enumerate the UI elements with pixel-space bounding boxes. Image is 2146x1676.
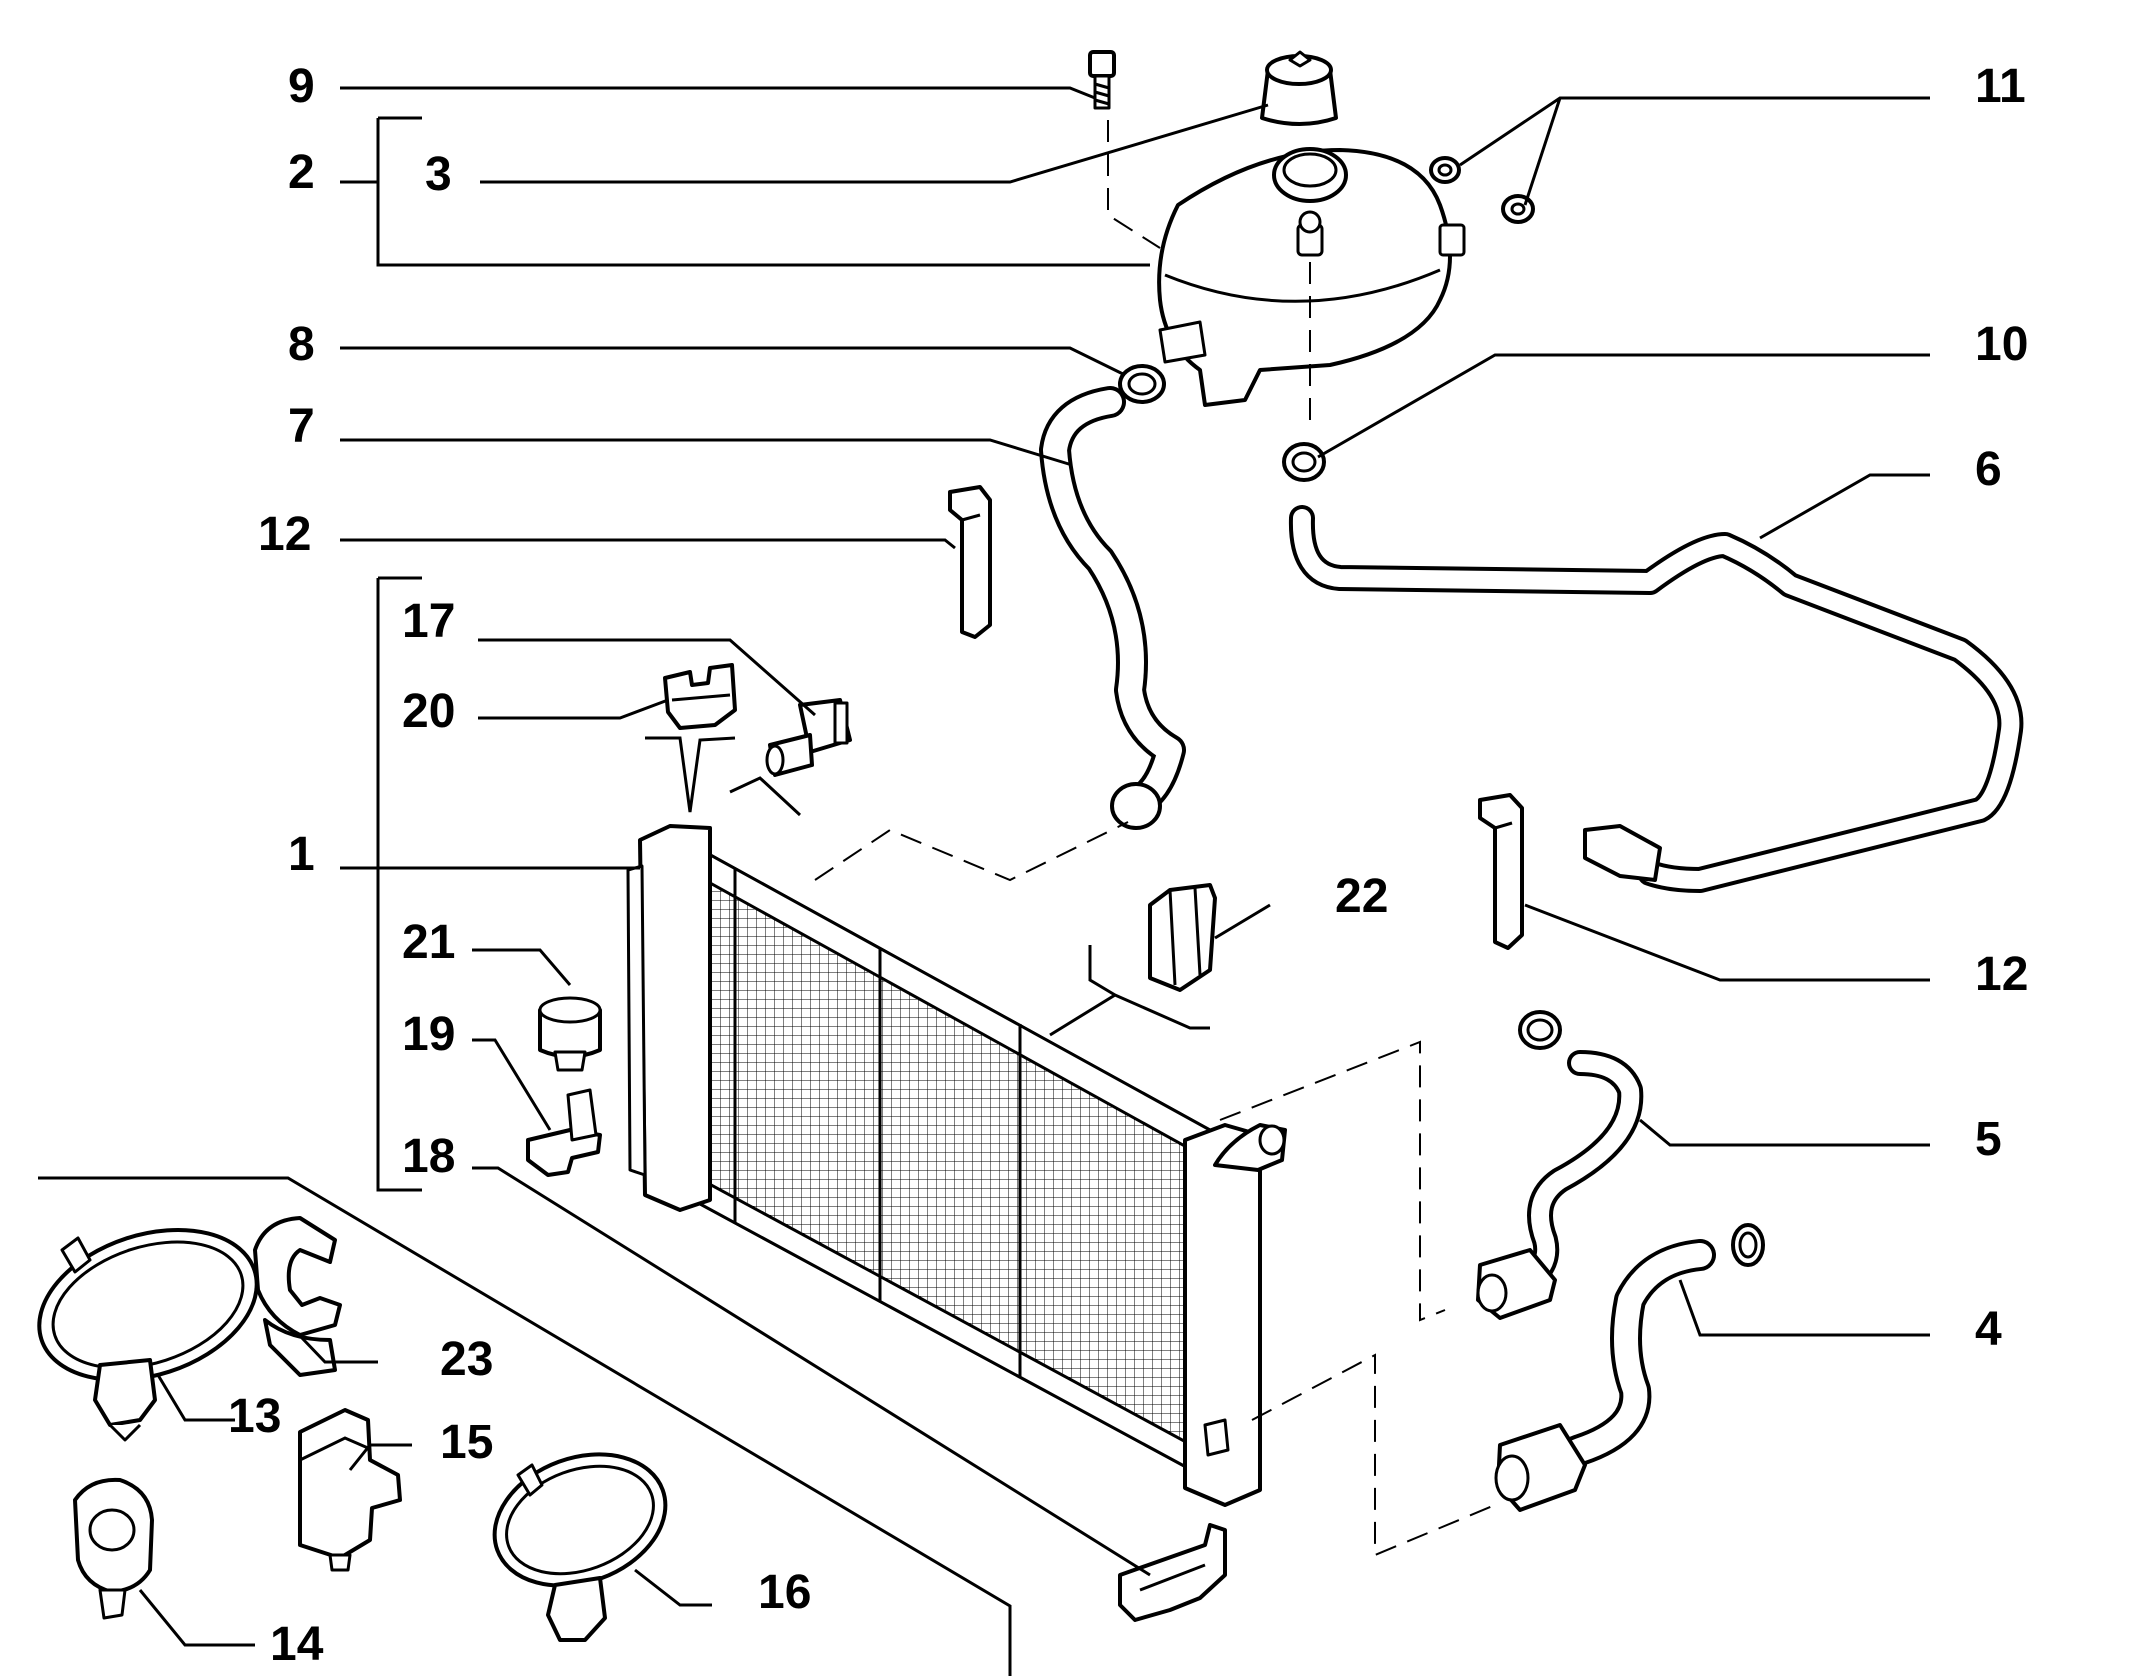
- bracket-18: [1118, 1523, 1227, 1622]
- hose-4: [1494, 1239, 1716, 1512]
- clamp-16: [492, 1452, 668, 1642]
- clip-20: [663, 663, 737, 730]
- callout-12-left: 12: [258, 508, 311, 561]
- fan-bracket-22: [1148, 883, 1217, 992]
- callout-numbers: 9 2 3 8 7 12 17 20 1 21 19 18 11 10 6 22…: [228, 60, 2028, 1671]
- holder-14: [73, 1477, 154, 1620]
- callout-19: 19: [402, 1008, 455, 1061]
- hose-clamp-8: [1118, 364, 1166, 404]
- callout-2: 2: [288, 146, 315, 199]
- assembly-dash-lines: [814, 120, 1496, 1557]
- plug-21: [538, 996, 602, 1072]
- callout-23: 23: [440, 1333, 493, 1386]
- callout-7: 7: [288, 400, 315, 453]
- callout-10: 10: [1975, 318, 2028, 371]
- grommets: [1429, 156, 1535, 224]
- hose-5: [1476, 1050, 1644, 1320]
- hose-clamp-10: [1282, 442, 1326, 482]
- callout-8: 8: [288, 318, 315, 371]
- callout-16: 16: [758, 1566, 811, 1619]
- leader-lines: [38, 86, 1930, 1676]
- callout-15: 15: [440, 1416, 493, 1469]
- callout-18: 18: [402, 1130, 455, 1183]
- callout-17: 17: [402, 595, 455, 648]
- hose-6: [1288, 505, 2024, 893]
- callout-5: 5: [1975, 1113, 2002, 1166]
- callout-11: 11: [1975, 60, 2026, 113]
- callout-20: 20: [402, 685, 455, 738]
- hose-7: [1039, 386, 1186, 830]
- bracket-12-right: [1478, 793, 1524, 950]
- hose-clamp-5: [1518, 1010, 1562, 1050]
- callout-9: 9: [288, 60, 315, 113]
- callout-1: 1: [288, 828, 315, 881]
- expansion-tank: [1157, 147, 1466, 407]
- holder-15: [298, 1408, 402, 1572]
- callout-4: 4: [1975, 1303, 2002, 1356]
- hose-clamp-4: [1731, 1223, 1765, 1267]
- clip-23: [253, 1216, 342, 1377]
- callout-12-right: 12: [1975, 948, 2028, 1001]
- clip-19: [526, 1088, 602, 1177]
- clamp-13: [37, 1227, 259, 1442]
- bolt: [1088, 50, 1116, 110]
- callout-22: 22: [1335, 870, 1388, 923]
- callout-21: 21: [402, 916, 455, 969]
- callout-6: 6: [1975, 443, 2002, 496]
- tank-cap: [1260, 50, 1338, 126]
- callout-14: 14: [270, 1618, 324, 1671]
- callout-13: 13: [228, 1390, 281, 1443]
- callout-3: 3: [425, 148, 452, 201]
- bracket-12-left: [948, 485, 992, 639]
- radiator: [626, 824, 1287, 1507]
